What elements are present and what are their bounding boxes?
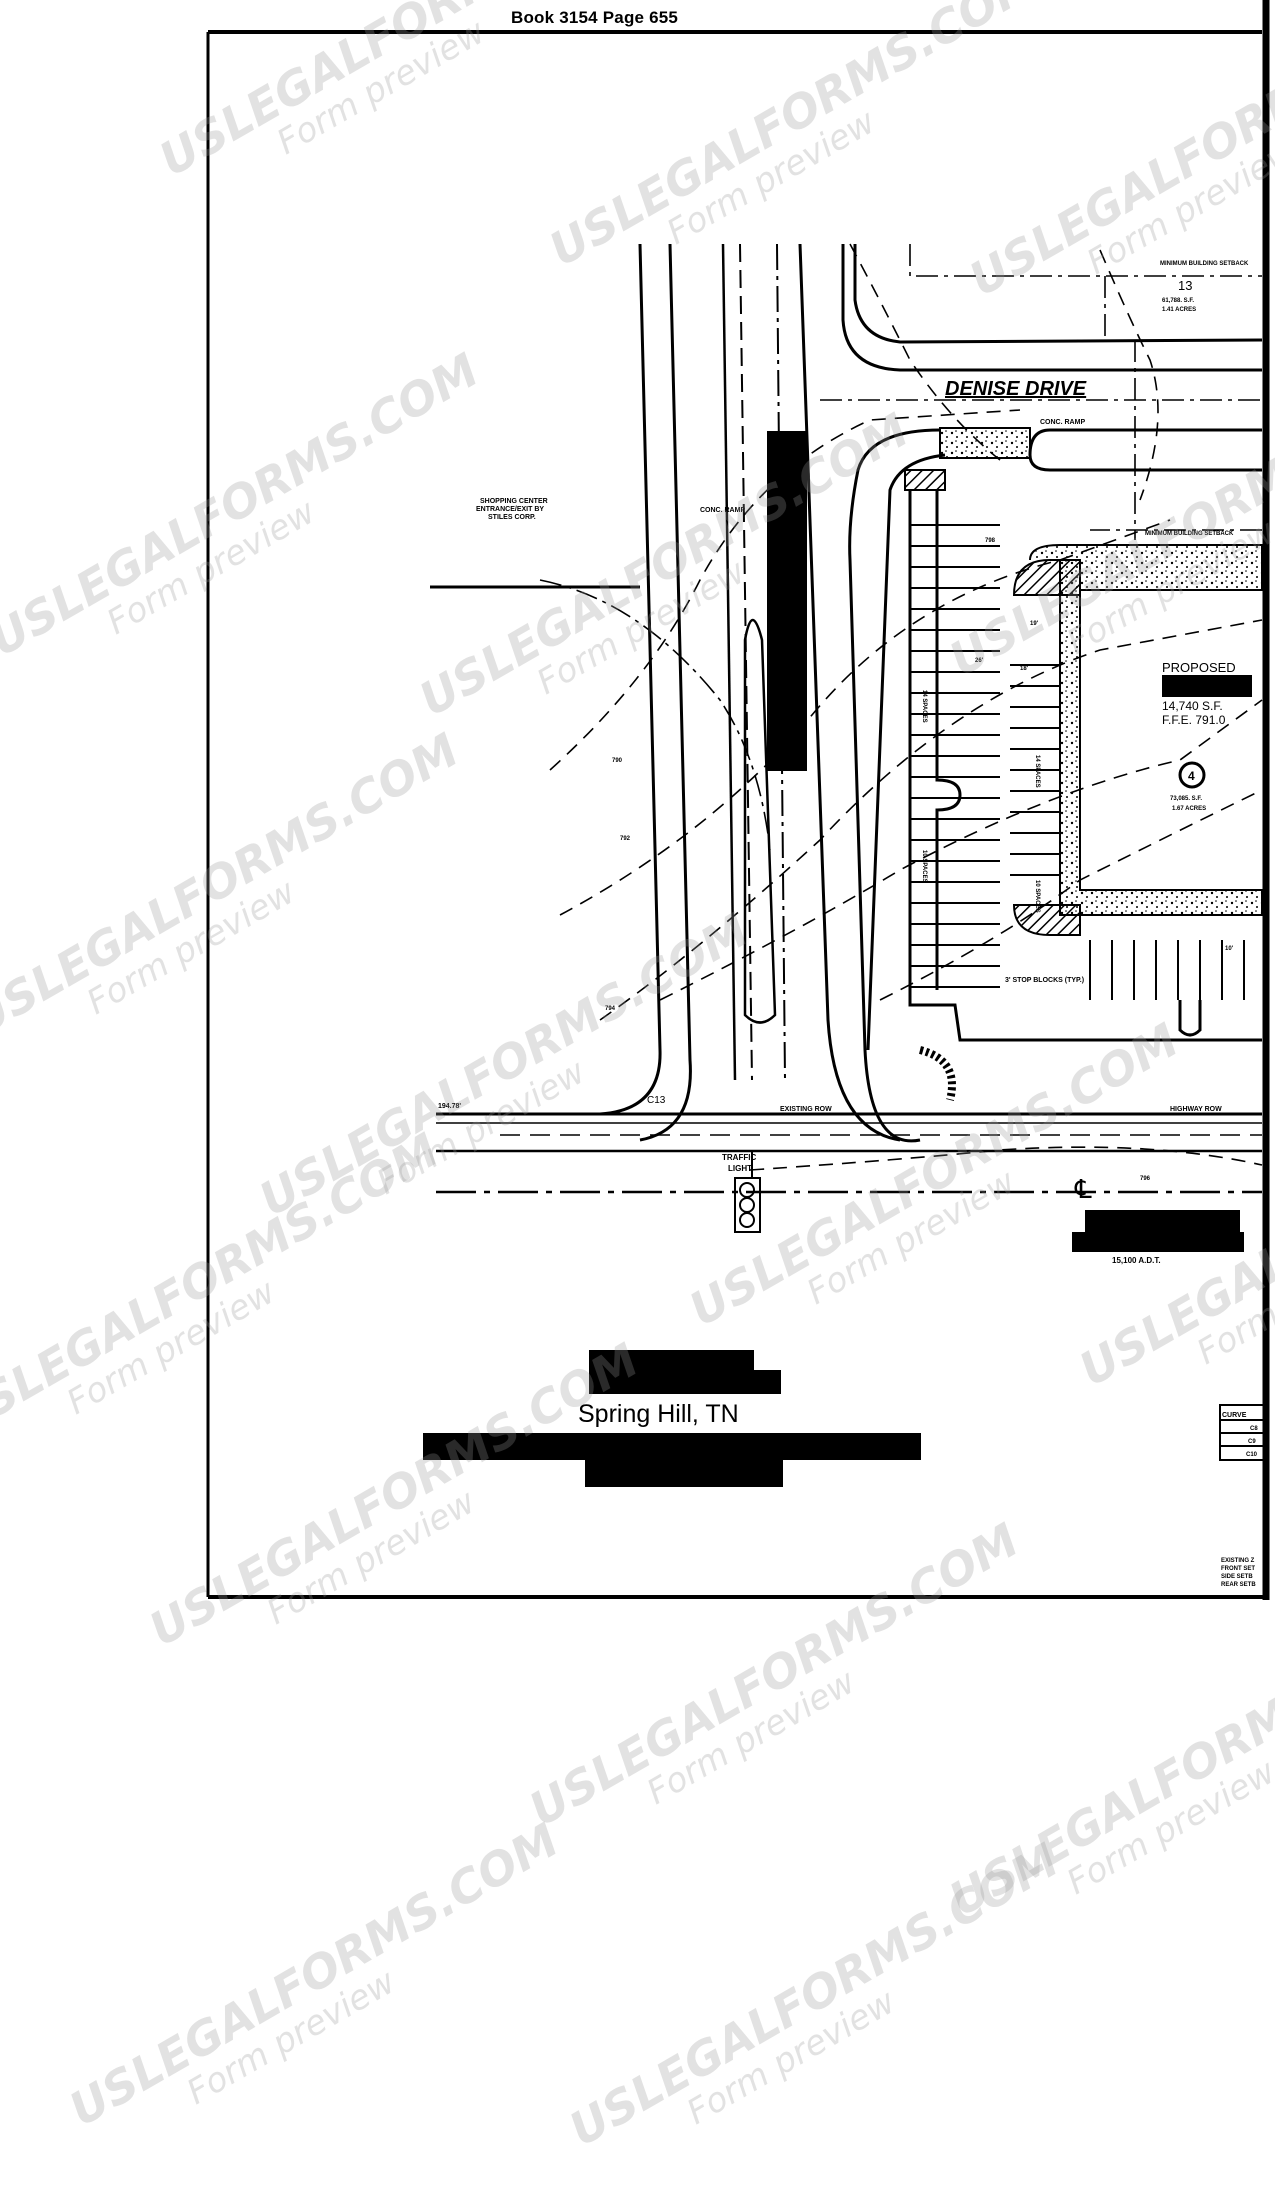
distance-label: 194.78' [438, 1103, 461, 1110]
contour-label: 798 [985, 538, 996, 544]
spaces-label: 14 SPACES [1034, 755, 1040, 788]
adt-highway-label: 15,100 A.D.T. [1112, 1256, 1161, 1265]
proposed-building-ffe: F.F.E. 791.0 [1162, 713, 1226, 727]
stall-dim: 19' [1030, 621, 1039, 627]
shopping-center-label-line2: ENTRANCE/EXIT BY [476, 506, 544, 513]
curve-table-row: C9 [1248, 1439, 1256, 1445]
zoning-note: REAR SETB [1221, 1582, 1256, 1588]
contour-label: 790 [612, 758, 623, 764]
existing-row-label: EXISTING ROW [780, 1106, 832, 1113]
zoning-note: EXISTING Z [1221, 1558, 1255, 1564]
setback-label-top: MINIMUM BUILDING SETBACK [1160, 261, 1249, 267]
denise-drive-entrance [848, 427, 1262, 1143]
vertical-road [440, 243, 1263, 1142]
lot-4-acres: 1.67 ACRES [1172, 806, 1206, 812]
contour-label: 792 [620, 836, 631, 842]
traffic-light-label-line2: LIGHT [728, 1164, 752, 1173]
drawing-frame [206, 0, 1270, 1600]
zoning-note: FRONT SET [1221, 1566, 1255, 1572]
curve-ref-label: C13 [647, 1095, 666, 1106]
centerline-icon: ℄ [1074, 1174, 1092, 1204]
lot-4-marker [1178, 761, 1206, 789]
spaces-label: 14 SPACES [921, 690, 927, 723]
book-page-header: Book 3154 Page 655 [511, 8, 679, 27]
curve-table-row: C8 [1250, 1426, 1258, 1432]
shopping-center-label: SHOPPING CENTER [480, 498, 548, 505]
contour-label: 796 [1140, 1176, 1151, 1182]
setback-label-mid: MINIMUM BUILDING SETBACK [1145, 531, 1234, 537]
zoning-note: SIDE SETB [1221, 1574, 1253, 1580]
parking-lot [908, 490, 1263, 1042]
contour-lines [549, 243, 1263, 1171]
lot-4-area: 73,085. S.F. [1170, 796, 1202, 802]
stall-dim: 18' [1020, 666, 1029, 672]
curve-table-row: C10 [1246, 1452, 1258, 1458]
lot-4-number: 4 [1188, 769, 1195, 783]
stall-dim: 10' [1225, 946, 1234, 952]
contour-label: 794 [605, 1006, 616, 1012]
conc-ramp-label: CONC. RAMP [700, 507, 745, 514]
redaction-blocks [423, 431, 1252, 1487]
lot-13-acres: 1.41 ACRES [1162, 307, 1196, 313]
lot-13-area: 61,788. S.F. [1162, 298, 1194, 304]
stall-dim: 26' [975, 658, 984, 664]
street-name-label: DENISE DRIVE [945, 378, 1087, 400]
highway [436, 1046, 1262, 1194]
highway-row-label: HIGHWAY ROW [1170, 1106, 1222, 1113]
city-label: Spring Hill, TN [578, 1400, 739, 1428]
stop-blocks-label: 3' STOP BLOCKS (TYP.) [1005, 977, 1084, 984]
property-lines [539, 244, 1262, 851]
curve-table [1219, 1404, 1266, 1461]
curve-table-header: CURVE [1222, 1412, 1247, 1419]
traffic-light-label: TRAFFIC [722, 1153, 756, 1162]
spaces-label: 10 SPACES [921, 850, 927, 883]
adt-vertical-label: 2,000 A.D.T. [767, 525, 778, 579]
proposed-building-area: 14,740 S.F. [1162, 699, 1223, 713]
traffic-light-icon [734, 1150, 761, 1233]
site-plan-drawing: ℄ DENISE DRIVE SHOPPING CENTER ENTRANCE/… [206, 0, 1270, 1600]
conc-ramp-label-top: CONC. RAMP [1040, 419, 1085, 426]
shopping-center-label-line3: STILES CORP. [488, 514, 536, 521]
spaces-label: 10 SPACES [1034, 880, 1040, 913]
proposed-building-title: PROPOSED [1162, 660, 1236, 675]
lot-13-number: 13 [1178, 278, 1192, 293]
